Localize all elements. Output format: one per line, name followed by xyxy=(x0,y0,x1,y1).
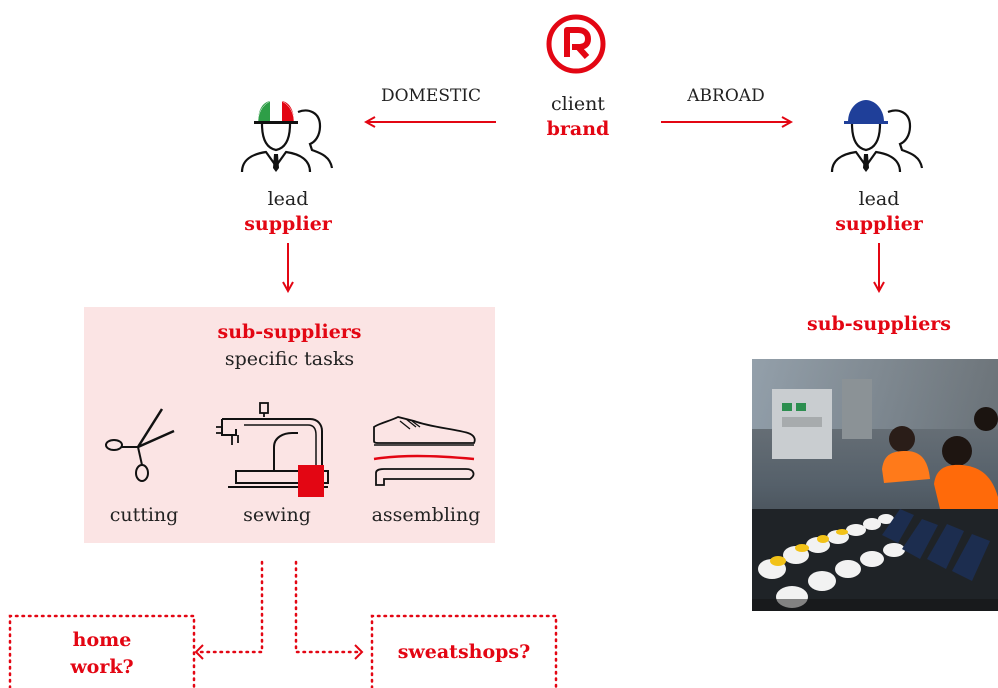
dotted-arrowhead-home xyxy=(194,644,204,660)
left-supplier-label: supplier xyxy=(244,213,332,235)
right-lead-label: lead xyxy=(858,188,900,210)
left-lead-supplier: lead supplier xyxy=(228,187,348,237)
registered-brand-icon xyxy=(546,14,606,74)
abroad-label: ABROAD xyxy=(687,86,765,106)
right-lead-supplier: lead supplier xyxy=(819,187,939,237)
client-brand-label: client brand xyxy=(528,92,628,142)
dotted-path-sweat xyxy=(294,560,364,654)
foreign-supplier-icon xyxy=(830,100,924,173)
domestic-label: DOMESTIC xyxy=(380,86,482,106)
sweatshops-box xyxy=(370,614,558,688)
sweatshops-label: sweatshops? xyxy=(397,641,531,663)
left-lead-label: lead xyxy=(267,188,309,210)
task-cutting-label: cutting xyxy=(109,504,179,526)
client-label: client xyxy=(551,93,605,115)
right-sub-suppliers: sub-suppliers xyxy=(807,313,951,335)
dotted-arrowhead-sweat xyxy=(354,644,364,660)
factory-photo-image xyxy=(752,359,998,611)
home-work-line1: home xyxy=(72,629,132,651)
home-work-box xyxy=(8,614,196,688)
factory-photo xyxy=(752,359,998,611)
shoe-assembly-icon xyxy=(373,416,476,486)
task-assembling-label: assembling xyxy=(371,504,481,526)
sub-suppliers-panel: sub-suppliers specific tasks cutting sew… xyxy=(84,307,495,543)
sewing-machine-icon xyxy=(216,402,329,497)
dotted-path-home xyxy=(194,560,264,654)
scissors-icon xyxy=(105,408,175,482)
home-work-line2: work? xyxy=(70,656,134,678)
panel-subtitle: specific tasks xyxy=(224,348,355,370)
panel-title: sub-suppliers xyxy=(217,321,362,343)
italian-supplier-icon xyxy=(240,99,334,173)
brand-label: brand xyxy=(546,118,610,140)
task-sewing-label: sewing xyxy=(243,504,311,526)
right-supplier-label: supplier xyxy=(835,213,923,235)
home-work-label: home work? xyxy=(10,627,194,681)
